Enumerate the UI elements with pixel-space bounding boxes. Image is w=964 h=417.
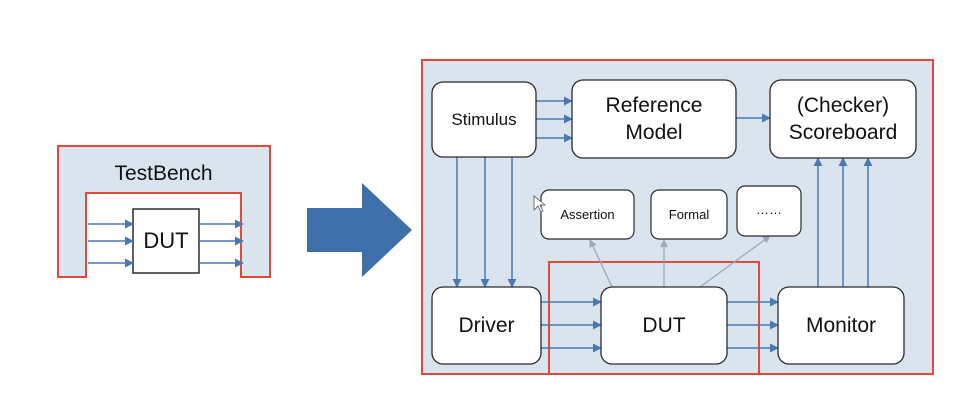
left-output-arrows bbox=[199, 219, 244, 268]
testbench-label: TestBench bbox=[114, 162, 213, 185]
more-box bbox=[736, 185, 802, 237]
driver-label: Driver bbox=[458, 313, 515, 337]
stimulus-to-driver-arrows bbox=[452, 157, 517, 288]
transform-arrow bbox=[307, 183, 412, 277]
formal-label: Formal bbox=[668, 207, 710, 222]
stimulus-box bbox=[431, 81, 537, 158]
more-label: …… bbox=[756, 201, 782, 217]
stimulus-label: Stimulus bbox=[451, 109, 517, 129]
dut-label: DUT bbox=[642, 313, 686, 337]
reference-model-label: Reference Model bbox=[605, 94, 703, 144]
assertion-label: Assertion bbox=[560, 207, 615, 222]
dut-to-checks-arrows bbox=[589, 235, 771, 288]
dut-box bbox=[600, 286, 728, 365]
monitor-label: Monitor bbox=[805, 313, 877, 337]
driver-box bbox=[431, 286, 542, 365]
dut-frame-outline bbox=[548, 261, 760, 374]
left-input-arrows bbox=[88, 219, 134, 268]
testbench-frame bbox=[57, 145, 271, 278]
reference-model-box bbox=[571, 79, 737, 159]
monitor-box bbox=[777, 286, 905, 365]
stimulus-to-model-arrows bbox=[536, 96, 573, 143]
formal-box bbox=[650, 189, 728, 240]
assertion-box bbox=[540, 189, 635, 240]
scoreboard-label: (Checker) Scoreboard bbox=[788, 94, 898, 144]
scoreboard-box bbox=[769, 79, 917, 159]
monitor-to-scoreboard-arrows bbox=[813, 157, 873, 287]
driver-to-dut-arrows bbox=[541, 297, 602, 353]
dut-to-monitor-arrows bbox=[727, 297, 779, 353]
left-dut-label: DUT bbox=[143, 228, 189, 253]
cursor-icon bbox=[533, 195, 547, 213]
